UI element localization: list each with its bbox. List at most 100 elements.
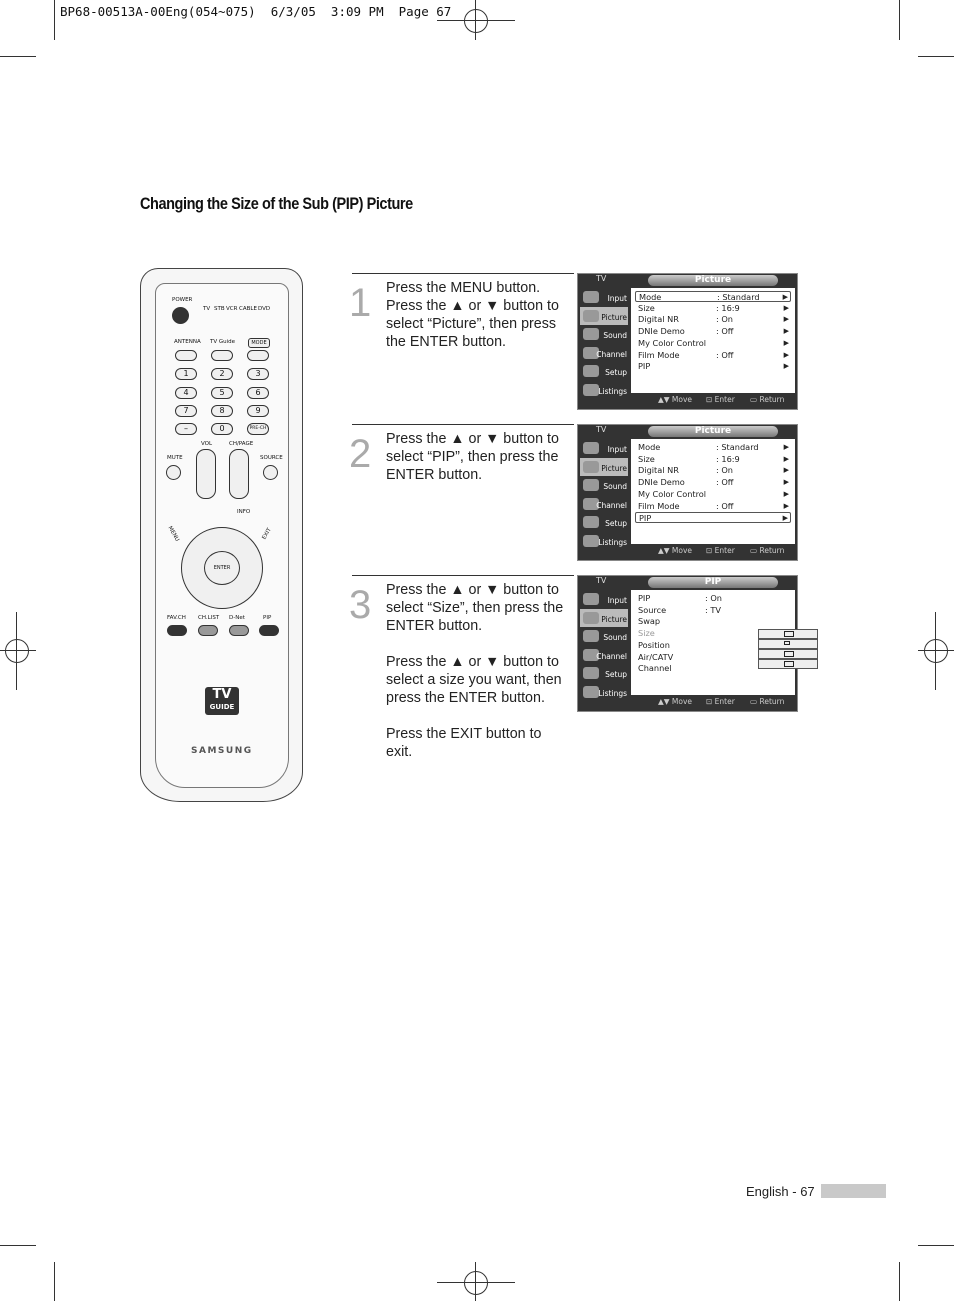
source-label: SOURCE — [260, 455, 283, 461]
osd-row-value: : Off — [716, 500, 734, 511]
osd-menu-panel: Mode: Standard▶Size: 16:9▶Digital NR: On… — [631, 288, 795, 393]
osd-side-label: Listings — [598, 688, 627, 698]
osd-menu-title: Picture — [648, 426, 778, 437]
osd-side-label: Channel — [596, 349, 627, 359]
osd-row-arrow: ▶ — [783, 489, 789, 498]
digit-3-button: 3 — [247, 368, 269, 380]
osd-side-item: Setup — [580, 362, 628, 381]
osd-side-icon — [583, 630, 599, 643]
osd-tv-label: TV — [596, 425, 607, 434]
page-number: English - 67 — [746, 1184, 815, 1199]
osd-side-icon — [583, 667, 599, 680]
osd-menu-panel: Mode: Standard▶Size: 16:9▶Digital NR: On… — [631, 439, 795, 544]
samsung-logo: SAMSUNG — [191, 746, 253, 756]
tvguide-logo-bottom: GUIDE — [209, 703, 235, 711]
osd-row-arrow: ▶ — [783, 478, 789, 487]
osd-menu-row: Digital NR: On▶ — [635, 314, 791, 325]
registration-mark — [464, 1271, 488, 1295]
step-paragraph: Press the EXIT button to exit. — [386, 726, 542, 760]
osd-row-arrow: ▶ — [783, 454, 789, 463]
osd-side-item: Listings — [580, 381, 628, 400]
digit-7-button: 7 — [175, 405, 197, 417]
osd-menu-row: Air/CATV — [635, 652, 791, 663]
osd-footer-move: ▲▼ Move — [658, 697, 693, 706]
mode-select-button — [247, 350, 269, 361]
osd-row-key: Film Mode — [638, 349, 680, 360]
osd-side-icon — [583, 442, 599, 454]
chlist-label: CH.LIST — [198, 615, 220, 621]
mode-tv-label: TV — [203, 306, 211, 312]
tvguide-logo: TV GUIDE — [205, 687, 239, 715]
osd-menu-row: My Color Control▶ — [635, 489, 791, 500]
osd-row-key: Mode — [638, 442, 661, 452]
osd-row-key: PIP — [638, 361, 651, 372]
osd-row-key: Mode — [639, 292, 662, 302]
step-text: Press the MENU button. Press the ▲ or ▼ … — [386, 279, 571, 369]
info-label: INFO — [237, 509, 251, 515]
osd-menu-row: DNIe Demo: Off▶ — [635, 477, 791, 488]
mode-vcr-label: VCR — [226, 306, 238, 312]
osd-menu-row: Mode: Standard▶ — [635, 291, 791, 302]
osd-side-icon — [583, 534, 599, 547]
pip-size-option — [758, 629, 818, 639]
osd-side-item: Listings — [580, 532, 628, 551]
osd-side-item: Sound — [580, 325, 628, 344]
osd-row-key: Digital NR — [638, 465, 679, 476]
osd-side-label: Listings — [598, 537, 627, 547]
osd-menu-row: Mode : Standard ▶ — [635, 442, 791, 453]
osd-row-key: Channel — [638, 663, 672, 674]
osd-row-key: Position — [638, 639, 670, 650]
osd-menu-row: DNIe Demo: Off▶ — [635, 326, 791, 337]
step-divider — [352, 424, 574, 425]
osd-row-value: : Off — [716, 349, 734, 360]
osd-side-item: Input — [580, 439, 628, 458]
crop-mark — [0, 1245, 36, 1246]
pip-size-icon — [784, 661, 794, 667]
registration-mark — [464, 9, 488, 33]
osd-row-arrow: ▶ — [782, 514, 788, 523]
osd-side-icon — [583, 611, 599, 624]
section-title: Changing the Size of the Sub (PIP) Pictu… — [140, 195, 413, 213]
pip-size-icon — [784, 641, 790, 645]
osd-side-item: Channel — [580, 495, 628, 514]
osd-row-arrow: ▶ — [783, 443, 789, 451]
osd-side-label: Picture — [601, 312, 627, 322]
osd-side-item: Input — [580, 288, 628, 307]
osd-side-icon — [583, 346, 599, 359]
mode-dvd-label: DVD — [258, 306, 271, 312]
step-number: 2 — [349, 432, 372, 476]
crop-mark — [54, 1262, 55, 1301]
crop-mark — [437, 1282, 515, 1283]
step-text: Press the ▲ or ▼ button to select “Size”… — [386, 581, 571, 779]
step-paragraph: Press the ▲ or ▼ button to select “PIP”,… — [386, 431, 559, 483]
chpage-label: CH/PAGE — [229, 441, 254, 447]
osd-row-key: Size — [638, 453, 655, 464]
chlist-button — [198, 625, 218, 636]
dnet-button — [229, 625, 249, 636]
osd-row-key: Air/CATV — [638, 651, 674, 662]
osd-row-arrow: ▶ — [783, 303, 789, 312]
registration-mark — [5, 639, 29, 663]
mute-button — [166, 465, 181, 480]
osd-side-icon — [583, 328, 599, 341]
osd-side-icon — [583, 479, 599, 492]
osd-side-label: Listings — [598, 386, 627, 396]
osd-footer-return: ▭ Return — [750, 546, 785, 555]
favch-button — [167, 625, 187, 636]
osd-row-value: : 16:9 — [716, 453, 740, 464]
tvguide-button — [211, 350, 233, 361]
osd-row-value: : TV — [705, 604, 721, 615]
digit-0-button: 0 — [211, 423, 233, 435]
vol-label: VOL — [201, 441, 213, 447]
osd-footer: ▲▼ Move⊡ Enter▭ Return — [658, 394, 795, 406]
step-paragraph: Press the ▲ or ▼ button to select “Size”… — [386, 582, 564, 634]
osd-side-item: Picture — [580, 306, 628, 326]
osd-row-value: : Standard — [716, 442, 759, 452]
osd-side-icon — [583, 309, 599, 322]
crop-mark — [918, 650, 954, 651]
osd-row-key: Source — [638, 604, 667, 615]
